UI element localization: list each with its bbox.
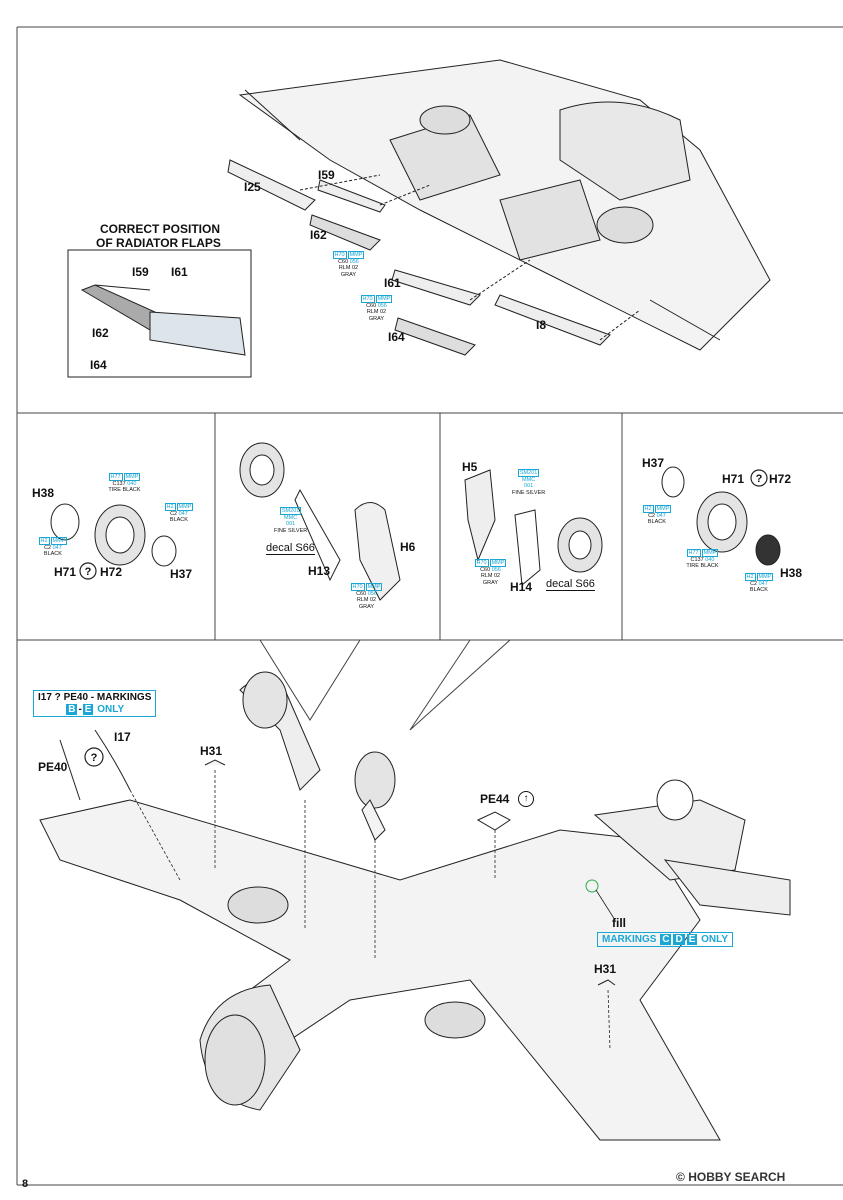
part-i62: I62 — [310, 228, 327, 242]
svg-text:?: ? — [756, 473, 763, 485]
inset-label-i62: I62 — [92, 326, 109, 340]
watermark-hobby-search: © HOBBY SEARCH — [676, 1170, 786, 1184]
inset-label-i61: I61 — [171, 265, 188, 279]
decal-s66-right: decal S66 — [546, 578, 595, 591]
part-h6: H6 — [400, 540, 416, 554]
part-h38-right: H38 — [780, 566, 803, 580]
svg-text:?: ? — [85, 566, 92, 578]
part-i17: I17 — [114, 730, 131, 744]
part-h72-left: H72 — [100, 565, 123, 579]
part-h71-right: H71 — [722, 472, 745, 486]
part-pe40: PE40 — [38, 760, 68, 774]
part-i64: I64 — [388, 330, 405, 344]
part-h38-left: H38 — [32, 486, 55, 500]
part-h71-left: H71 — [54, 565, 77, 579]
part-i8: I8 — [536, 318, 547, 332]
fill-label: fill — [612, 916, 626, 930]
paint-code-silver-left: SM201 MMC 001 FINE SILVER — [274, 507, 308, 534]
page-number: 8 — [22, 1178, 29, 1190]
part-h37-left: H37 — [170, 567, 193, 581]
fold-up-icon: ↑ — [518, 791, 534, 807]
part-h37-right: H37 — [642, 456, 665, 470]
part-i59: I59 — [318, 168, 335, 182]
decal-s66-left: decal S66 — [266, 542, 315, 555]
markings-note-b-e: I17 ? PE40 - MARKINGS B-E ONLY — [33, 690, 157, 717]
part-i61: I61 — [384, 276, 401, 290]
part-pe44: PE44 — [480, 792, 510, 806]
inset-title-1: CORRECT POSITION — [100, 222, 221, 236]
part-i25: I25 — [244, 180, 261, 194]
part-h14: H14 — [510, 580, 533, 594]
part-h31-b: H31 — [594, 962, 617, 976]
inset-label-i59: I59 — [132, 265, 149, 279]
part-h72-right: H72 — [769, 472, 792, 486]
paint-code-silver-right: SM201 MMC 001 FINE SILVER — [512, 469, 546, 496]
part-h13: H13 — [308, 564, 331, 578]
part-h31-a: H31 — [200, 744, 223, 758]
part-h5: H5 — [462, 460, 478, 474]
svg-text:?: ? — [91, 752, 98, 764]
inset-label-i64: I64 — [90, 358, 107, 372]
inset-title-2: OF RADIATOR FLAPS — [96, 236, 221, 250]
